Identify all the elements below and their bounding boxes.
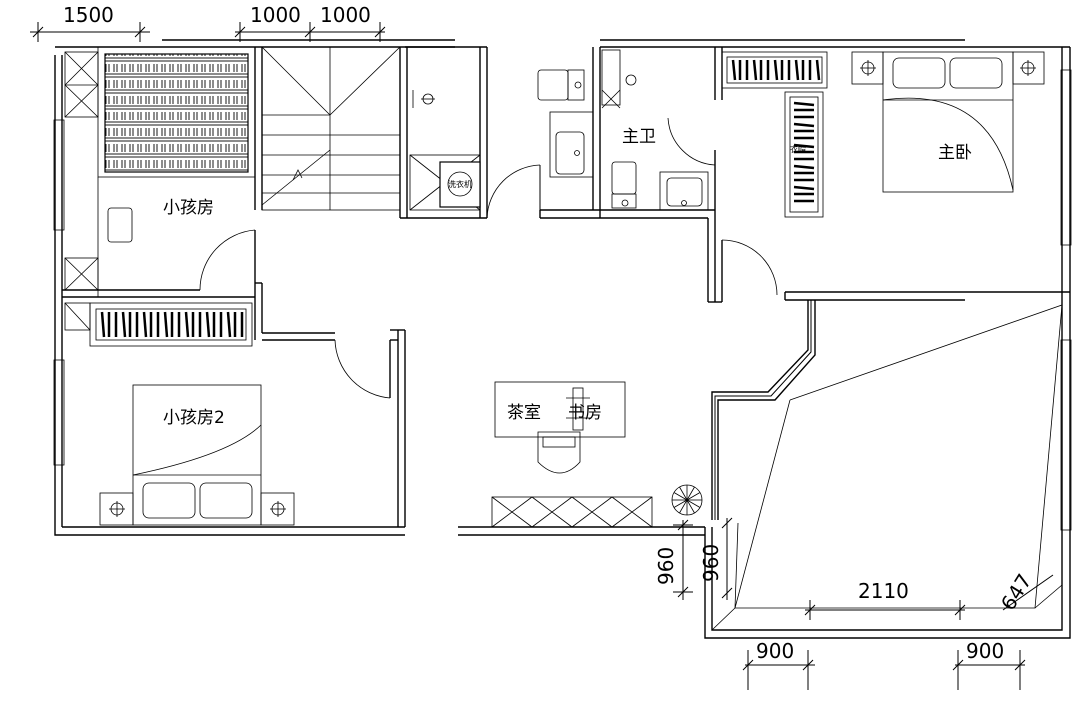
staircase (261, 46, 401, 211)
dim-top-mid-1: 1000 (250, 3, 301, 27)
wardrobe-side (784, 91, 824, 218)
master-bath: 主卫 (601, 49, 716, 211)
hanger (773, 59, 779, 81)
wardrobe-top (721, 51, 828, 89)
dim-balcony-width: 2110 (858, 579, 909, 603)
kids-room-label: 小孩房 (163, 198, 214, 218)
dim-bottom-right: 900 (966, 639, 1004, 663)
cloakroom-tag: 衣帽 (790, 144, 806, 154)
tea-chair (537, 431, 581, 474)
dim-top-left: 1500 (63, 3, 114, 27)
plant-leaf (686, 499, 701, 508)
dimensions (30, 22, 1054, 690)
sink-counter (549, 111, 594, 178)
hanger (163, 311, 169, 338)
master-bed (882, 51, 1014, 193)
plant-leaf (686, 486, 695, 501)
plant-leaf (686, 492, 701, 501)
hanger (793, 122, 815, 128)
hanger (794, 59, 800, 81)
master-bath-label: 主卫 (622, 127, 656, 147)
toilet-block (537, 69, 594, 178)
dim-side-1: 960 (654, 547, 678, 585)
hanger (100, 311, 106, 338)
hanger (205, 311, 211, 338)
kids-room-door-swing (199, 229, 256, 291)
plant-leaf (673, 499, 688, 508)
cabinet-bottom (64, 257, 99, 291)
laundry-tag: 洗衣机 (448, 179, 472, 189)
dim-side-2: 960 (699, 544, 723, 582)
plant-leaf (679, 499, 688, 514)
tea-room-label: 茶室 (507, 403, 541, 423)
hanger (793, 143, 815, 149)
play-mat (104, 53, 249, 173)
chair (107, 207, 133, 243)
hanger (731, 59, 737, 81)
tea-study-area: 茶室 书房 (491, 381, 703, 528)
hanger (793, 185, 815, 191)
hanger (752, 59, 758, 81)
cloakroom: 衣帽 (721, 51, 828, 296)
master-bedroom-label: 主卧 (938, 143, 972, 163)
hanger (793, 164, 815, 170)
plant-leaf (686, 499, 695, 514)
kids-room-2: 小孩房2 (64, 302, 391, 526)
hanger (226, 311, 232, 338)
dim-bottom-left: 900 (756, 639, 794, 663)
hanger (184, 311, 190, 338)
kids-bed-2 (132, 384, 262, 526)
study-label: 书房 (568, 403, 602, 423)
master-bedroom: 主卧 (851, 51, 1045, 193)
toilet (537, 69, 569, 101)
kids-room: 小孩房 (64, 46, 256, 297)
master-toilet (611, 161, 637, 195)
cabinet-low (491, 496, 653, 528)
balcony (711, 304, 1063, 631)
laundry-area: 洗衣机 (409, 90, 541, 219)
plant-leaf (673, 492, 688, 501)
hanger (142, 311, 148, 338)
nightstand-right (1012, 51, 1045, 85)
dim-top-mid-2: 1000 (320, 3, 371, 27)
washing-machine (439, 161, 481, 208)
nightstand-left (851, 51, 884, 85)
hanger (815, 59, 821, 81)
kids-room-2-label: 小孩房2 (163, 408, 225, 428)
plant-leaf (679, 486, 688, 501)
cabinet-top (64, 51, 99, 118)
master-sink (659, 171, 709, 211)
hanger (793, 101, 815, 107)
hanger (121, 311, 127, 338)
